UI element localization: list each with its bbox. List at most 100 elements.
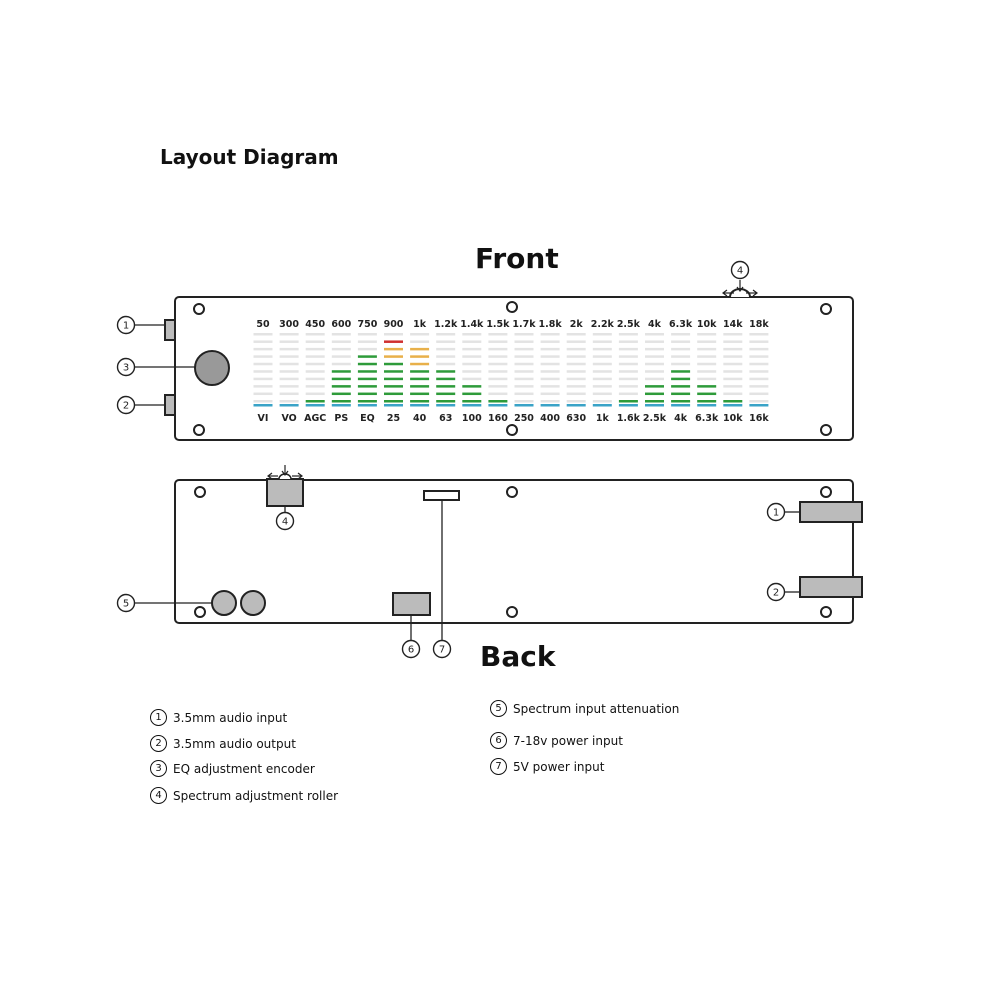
back-screw-holes bbox=[194, 486, 832, 618]
bar-lit-segment bbox=[331, 377, 351, 381]
bar-unlit-segment bbox=[645, 340, 664, 343]
band-label-top: 4k bbox=[648, 319, 662, 330]
bar-unlit-segment bbox=[723, 377, 743, 381]
bar-unlit-segment bbox=[723, 362, 743, 366]
callout-marker: 5 bbox=[116, 593, 136, 613]
legend-text: 3.5mm audio output bbox=[173, 736, 296, 751]
bar-unlit-segment bbox=[723, 392, 743, 396]
bar-lit-segment bbox=[384, 362, 403, 366]
bar-unlit-segment bbox=[253, 347, 273, 351]
bar-unlit-segment bbox=[253, 400, 273, 403]
bar-unlit-segment bbox=[723, 333, 743, 336]
bar-unlit-segment bbox=[697, 355, 717, 358]
bar-unlit-segment bbox=[514, 377, 534, 381]
bar-unlit-segment bbox=[645, 362, 664, 366]
band-label-top: 50 bbox=[256, 319, 270, 330]
legend-text: EQ adjustment encoder bbox=[173, 761, 315, 776]
bar-unlit-segment bbox=[645, 347, 664, 351]
bar-baseline-segment bbox=[436, 404, 456, 407]
back-roller-housing[interactable] bbox=[266, 478, 304, 507]
bar-unlit-segment bbox=[618, 392, 638, 396]
bar-lit-segment bbox=[671, 377, 691, 381]
back-audio-output-jack[interactable] bbox=[799, 576, 863, 598]
bar-unlit-segment bbox=[462, 347, 482, 351]
callout-number: 2 bbox=[123, 401, 129, 412]
audio-output-jack[interactable] bbox=[164, 394, 176, 416]
band-label-bottom: 6.3k bbox=[695, 413, 719, 424]
bar-unlit-segment bbox=[279, 377, 299, 381]
bar-unlit-segment bbox=[723, 370, 743, 373]
bar-unlit-segment bbox=[488, 370, 508, 373]
bar-lit-segment bbox=[410, 377, 430, 381]
bar-unlit-segment bbox=[253, 377, 273, 381]
bar-unlit-segment bbox=[462, 340, 482, 343]
bar-lit-segment bbox=[384, 340, 403, 343]
bar-unlit-segment bbox=[540, 400, 560, 403]
bar-lit-segment bbox=[357, 400, 377, 403]
bar-unlit-segment bbox=[462, 355, 482, 358]
callout-number: 4 bbox=[282, 517, 288, 528]
bar-unlit-segment bbox=[749, 370, 769, 373]
bar-baseline-segment bbox=[410, 404, 430, 407]
bar-unlit-segment bbox=[749, 347, 769, 351]
bar-unlit-segment bbox=[488, 340, 508, 343]
spectrum-bar bbox=[410, 333, 430, 407]
bar-lit-segment bbox=[384, 370, 403, 373]
bar-unlit-segment bbox=[618, 385, 638, 388]
bar-baseline-segment bbox=[357, 404, 377, 407]
bar-unlit-segment bbox=[566, 377, 586, 381]
bar-unlit-segment bbox=[488, 392, 508, 396]
callout-circle bbox=[766, 582, 786, 602]
attenuation-knob-1[interactable] bbox=[211, 590, 237, 616]
usb-5v-port[interactable] bbox=[423, 490, 460, 501]
bar-baseline-segment bbox=[514, 404, 534, 407]
bar-unlit-segment bbox=[645, 377, 664, 381]
bar-unlit-segment bbox=[618, 362, 638, 366]
back-audio-input-jack[interactable] bbox=[799, 501, 863, 523]
bar-unlit-segment bbox=[279, 370, 299, 373]
bar-lit-segment bbox=[436, 400, 456, 403]
bar-unlit-segment bbox=[488, 355, 508, 358]
eq-encoder-knob[interactable] bbox=[194, 350, 230, 386]
band-label-bottom: 40 bbox=[413, 413, 427, 424]
bar-unlit-segment bbox=[749, 355, 769, 358]
bar-unlit-segment bbox=[540, 362, 560, 366]
bar-unlit-segment bbox=[592, 355, 612, 358]
bar-unlit-segment bbox=[331, 340, 351, 343]
callout-marker: 4 bbox=[730, 260, 750, 280]
legend-text: Spectrum input attenuation bbox=[513, 701, 680, 716]
bar-unlit-segment bbox=[697, 377, 717, 381]
bar-baseline-segment bbox=[331, 404, 351, 407]
bar-lit-segment bbox=[645, 385, 664, 388]
bar-lit-segment bbox=[436, 392, 456, 396]
bar-baseline-segment bbox=[566, 404, 586, 407]
band-label-bottom: EQ bbox=[360, 413, 375, 424]
spectrum-bar bbox=[749, 333, 769, 407]
spectrum-bar bbox=[566, 333, 586, 407]
attenuation-knob-2[interactable] bbox=[240, 590, 266, 616]
legend-num: 3 bbox=[150, 760, 167, 777]
audio-input-jack[interactable] bbox=[164, 319, 176, 341]
bar-unlit-segment bbox=[384, 333, 403, 336]
band-label-top: 300 bbox=[279, 319, 299, 330]
bar-unlit-segment bbox=[514, 400, 534, 403]
callout-circle bbox=[116, 395, 136, 415]
bar-lit-segment bbox=[384, 377, 403, 381]
bar-unlit-segment bbox=[436, 340, 456, 343]
bar-baseline-segment bbox=[305, 404, 325, 407]
band-label-top: 2k bbox=[570, 319, 584, 330]
bar-unlit-segment bbox=[253, 340, 273, 343]
bar-unlit-segment bbox=[357, 333, 377, 336]
band-label-top: 1.4k bbox=[460, 319, 484, 330]
bar-unlit-segment bbox=[566, 333, 586, 336]
dc-power-jack[interactable] bbox=[392, 592, 431, 616]
bar-unlit-segment bbox=[410, 333, 430, 336]
band-label-top: 2.5k bbox=[617, 319, 641, 330]
bar-unlit-segment bbox=[645, 355, 664, 358]
bar-lit-segment bbox=[357, 377, 377, 381]
callout-number: 4 bbox=[737, 266, 743, 277]
bar-lit-segment bbox=[331, 392, 351, 396]
bar-unlit-segment bbox=[723, 385, 743, 388]
